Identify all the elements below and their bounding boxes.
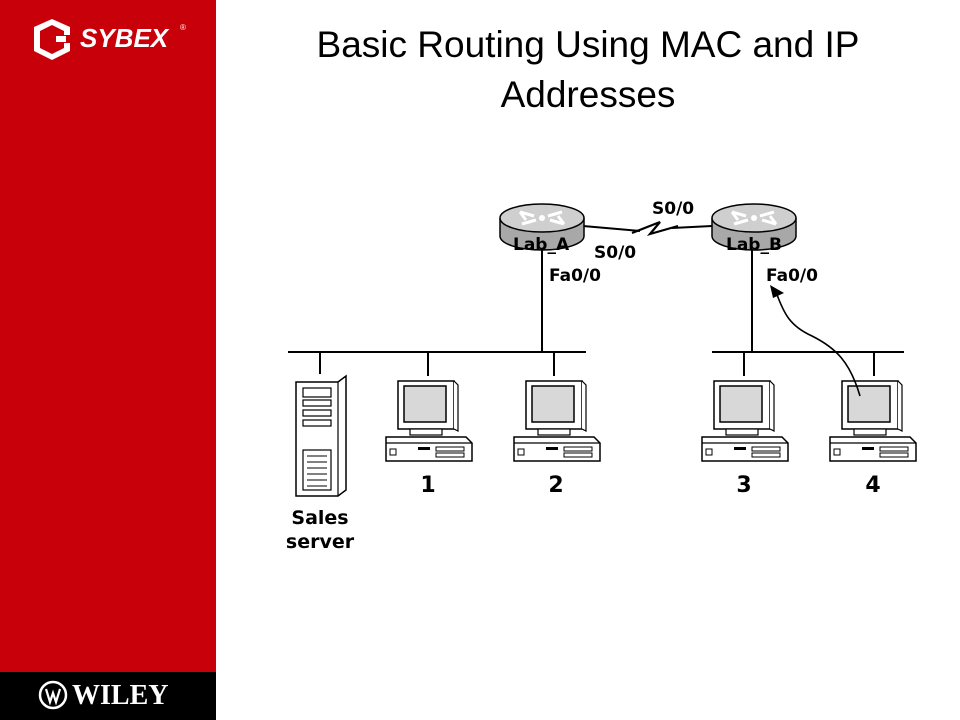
host-label: 2 — [548, 473, 563, 498]
wiley-footer: WILEY — [0, 672, 216, 720]
page-title: Basic Routing Using MAC and IP Addresses — [216, 20, 960, 120]
sidebar-band: SYBEX ® WILEY — [0, 0, 216, 720]
serial-interface-label: S0/0 — [594, 243, 636, 263]
serial-interface-label: S0/0 — [652, 199, 694, 219]
workstation-icon — [513, 380, 601, 462]
sybex-wordmark: SYBEX — [80, 23, 169, 53]
server-label-line-1: Sales — [291, 507, 348, 529]
host-label: 4 — [865, 473, 880, 498]
wiley-wordmark: WILEY — [72, 680, 169, 711]
registered-mark: ® — [180, 23, 186, 32]
sybex-logo: SYBEX ® — [30, 17, 200, 62]
title-line-2: Addresses — [500, 74, 676, 115]
router-name: Lab_B — [726, 235, 782, 255]
wiley-seal-icon — [38, 680, 68, 710]
host-label: 3 — [736, 473, 751, 498]
title-line-1: Basic Routing Using MAC and IP — [316, 24, 860, 65]
workstation-icon — [701, 380, 789, 462]
sales-server: Sales server — [286, 374, 355, 553]
workstation-icon — [829, 380, 917, 462]
serial-link-icon — [582, 220, 713, 237]
host-4: 4 — [829, 380, 917, 498]
host-label: 1 — [420, 473, 435, 498]
server-tower-icon — [295, 374, 347, 497]
host-3: 3 — [701, 380, 789, 498]
fast-ethernet-label: Fa0/0 — [766, 266, 818, 286]
router-name: Lab_A — [513, 235, 570, 255]
server-label-line-2: server — [286, 531, 355, 553]
lan-segment-a — [288, 250, 586, 376]
host-1: 1 — [385, 380, 473, 498]
lan-segment-b — [712, 250, 904, 376]
fast-ethernet-label: Fa0/0 — [549, 266, 601, 286]
workstation-icon — [385, 380, 473, 462]
router-lab-a: Lab_A S0/0 Fa0/0 — [498, 202, 636, 286]
host-2: 2 — [513, 380, 601, 498]
router-lab-b: Lab_B S0/0 Fa0/0 — [652, 199, 818, 286]
sybex-mark-icon — [34, 19, 70, 60]
traffic-arrow — [770, 285, 861, 397]
